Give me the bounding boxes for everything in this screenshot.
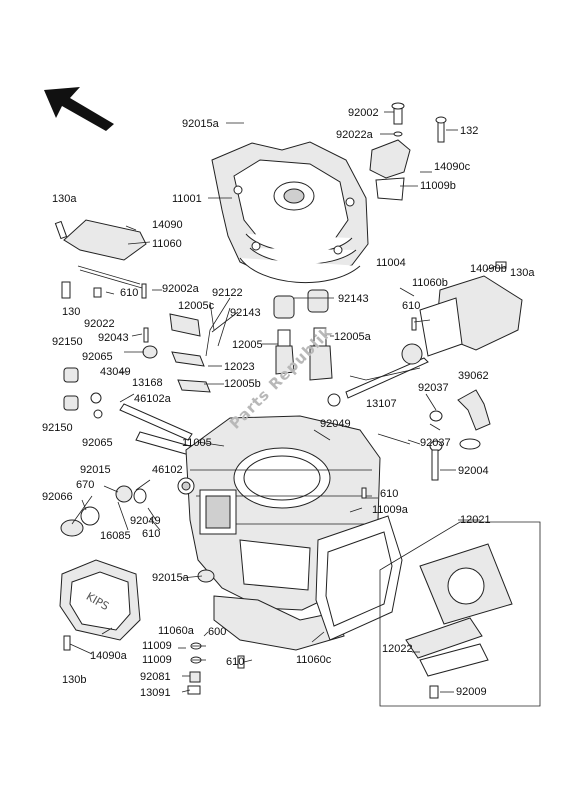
label-12005: 12005 [232,339,263,351]
label-12005c: 12005c [178,300,215,312]
head-gasket-part [239,257,361,284]
label-11060a: 11060a [158,625,194,637]
water-outlet-part [369,102,447,201]
label-92002a: 92002a [162,283,199,295]
label-46102a: 46102a [134,393,171,405]
label-11009a: 11009a [372,504,408,516]
label-14090c: 14090c [434,161,471,173]
right-cover-parts [411,261,523,481]
label-92143-b: 92143 [230,307,261,319]
label-610-mid: 610 [380,488,399,500]
label-92002: 92002 [348,107,379,119]
label-12005b: 12005b [224,378,261,390]
label-12021: 12021 [460,514,491,526]
left-cover-parts [54,219,205,459]
label-92015a-low: 92015a [152,572,189,584]
label-92049-a: 92049 [320,418,351,430]
label-13168: 13168 [132,377,163,389]
cylinder-head-part [211,141,369,279]
label-11005: 11005 [182,437,212,449]
leader-lines [69,111,497,693]
label-92004: 92004 [458,465,489,477]
label-43049: 43049 [100,366,131,378]
label-670: 670 [76,479,95,491]
label-92143-a: 92143 [338,293,369,305]
transfer-port-gasket-part [315,515,403,641]
label-92150-b: 92150 [42,422,73,434]
label-46102: 46102 [152,464,183,476]
label-11060c: 11060c [296,654,332,666]
label-13107: 13107 [366,398,397,410]
label-130a-left: 130a [52,193,77,205]
label-92009: 92009 [456,686,487,698]
label-92065-a: 92065 [82,351,113,363]
label-39062: 39062 [458,370,489,382]
label-11060b: 11060b [412,277,448,289]
label-610-right: 610 [402,300,421,312]
label-130: 130 [62,306,81,318]
label-14090b: 14090b [470,263,507,275]
label-11004: 11004 [376,257,406,269]
label-11060: 11060 [152,238,182,250]
label-92043: 92043 [98,332,129,344]
label-130a-right: 130a [510,267,535,279]
label-92037-b: 92037 [420,437,451,449]
label-11009-b: 11009 [142,654,172,666]
valve-cover-part: KIPS [59,485,147,651]
label-610-b: 610 [142,528,161,540]
label-600: 600 [208,626,227,638]
label-11009b: 11009b [420,180,456,192]
label-92150-a: 92150 [52,336,83,348]
label-610-bot: 610 [226,656,245,668]
label-12023: 12023 [224,361,255,373]
label-11009-a: 11009 [142,640,172,652]
reed-valve-assembly [379,521,541,707]
label-92015a-top: 92015a [182,118,219,130]
exhaust-valve-parts [169,289,429,407]
label-92037-a: 92037 [418,382,449,394]
label-92049-b: 92049 [130,515,161,527]
label-11001: 11001 [172,193,202,205]
drain-bolt-parts [187,487,367,695]
label-132: 132 [460,125,479,137]
label-16085: 16085 [100,530,131,542]
label-92022a: 92022a [336,129,373,141]
label-92065-b: 92065 [82,437,113,449]
label-13091: 13091 [140,687,171,699]
label-92022: 92022 [84,318,115,330]
label-92066: 92066 [42,491,73,503]
label-92015: 92015 [80,464,111,476]
label-14090a: 14090a [90,650,127,662]
label-92081: 92081 [140,671,171,683]
label-92122: 92122 [212,287,243,299]
label-12022: 12022 [382,643,413,655]
label-610-a: 610 [120,287,139,299]
label-130b: 130b [62,674,87,686]
label-14090: 14090 [152,219,183,231]
front-arrow-icon [44,87,114,131]
label-12005a: 12005a [334,331,371,343]
